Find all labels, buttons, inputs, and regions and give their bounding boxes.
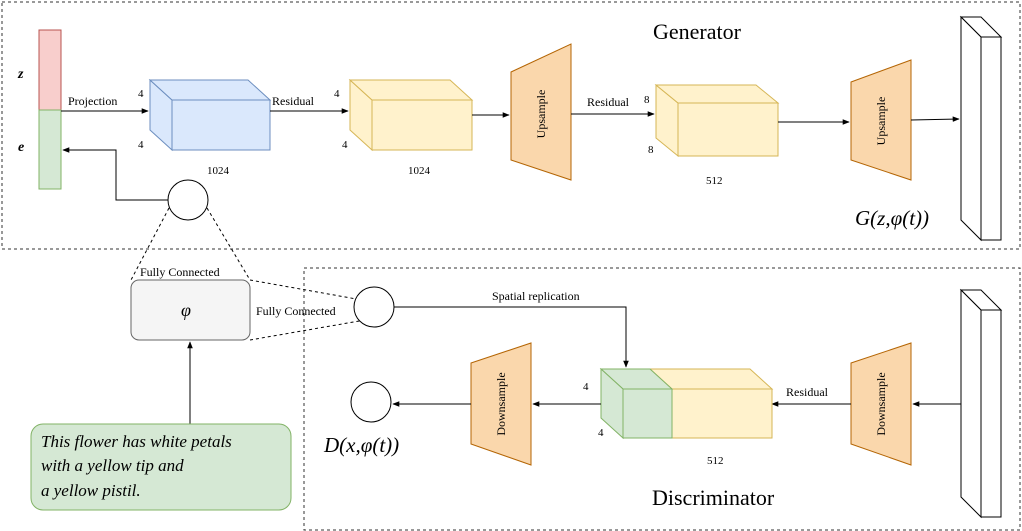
fc-expand-right <box>206 207 251 281</box>
text-description-line-1: This flower has white petals <box>41 432 232 451</box>
spatial-replication-arrow <box>394 306 629 368</box>
block3-depth: 512 <box>706 175 723 187</box>
fc-expand-left <box>130 207 170 281</box>
discriminator-block <box>599 367 774 440</box>
z-label: z <box>17 67 24 82</box>
block1-depth: 1024 <box>207 165 230 177</box>
disc-block-depth: 512 <box>707 455 724 467</box>
discriminator-embedding-node <box>353 286 395 328</box>
block2-dim-top: 4 <box>334 88 340 100</box>
generator-title: Generator <box>653 19 742 44</box>
downsample-1 <box>470 342 532 466</box>
text-description-line-2: with a yellow tip and <box>41 456 184 475</box>
block1-dim-top: 4 <box>138 88 144 100</box>
block3-dim-bottom: 8 <box>648 144 654 156</box>
discriminator-title: Discriminator <box>652 485 775 510</box>
fully-connected-label-right: Fully Connected <box>256 304 336 318</box>
fc-expand-right-bottom <box>249 319 366 341</box>
text-description-box <box>30 423 292 511</box>
downsample-2 <box>850 342 912 466</box>
discriminator-output-label: D(x,φ(t)) <box>323 433 399 457</box>
upsample-2 <box>850 59 912 181</box>
disc-block-dim-top: 4 <box>583 381 589 393</box>
discriminator-input-image <box>959 288 1003 519</box>
generator-block-2 <box>348 78 474 152</box>
downsample-1-label: Downsample <box>494 372 508 435</box>
phi-label: φ <box>181 300 191 320</box>
discriminator-region <box>303 267 1021 531</box>
block2-depth: 1024 <box>408 165 431 177</box>
upsample-2-label: Upsample <box>874 97 888 146</box>
disc-residual-label: Residual <box>786 385 829 399</box>
upsample-to-image-arrow <box>910 116 960 122</box>
e-label: e <box>18 140 24 155</box>
upsample-1-label: Upsample <box>534 90 548 139</box>
downsample-2-label: Downsample <box>874 372 888 435</box>
generated-image <box>959 15 1003 242</box>
residual-label-2: Residual <box>587 95 630 109</box>
fully-connected-label-top: Fully Connected <box>140 265 220 279</box>
generator-output-label: G(z,φ(t)) <box>855 206 929 230</box>
circle-to-e-connector <box>62 147 168 201</box>
block2-dim-bottom: 4 <box>342 139 348 151</box>
generator-block-1 <box>148 78 272 152</box>
text-description-line-3: a yellow pistil. <box>41 481 141 500</box>
generator-block-3 <box>654 83 780 158</box>
disc-block-dim-bottom: 4 <box>598 427 604 439</box>
generator-embedding-node <box>167 179 209 221</box>
spatial-replication-label: Spatial replication <box>492 289 580 303</box>
discriminator-output-node <box>350 381 392 423</box>
fc-expand-right-top <box>249 279 363 301</box>
noise-vector-z <box>38 29 62 111</box>
generator-region <box>1 1 1021 250</box>
block1-dim-bottom: 4 <box>138 139 144 151</box>
block3-dim-top: 8 <box>644 94 650 106</box>
phi-encoder-box <box>130 279 251 341</box>
embedding-vector-e <box>38 109 62 190</box>
upsample-1 <box>510 43 572 181</box>
residual-label-1: Residual <box>272 94 315 108</box>
projection-label: Projection <box>68 94 117 108</box>
